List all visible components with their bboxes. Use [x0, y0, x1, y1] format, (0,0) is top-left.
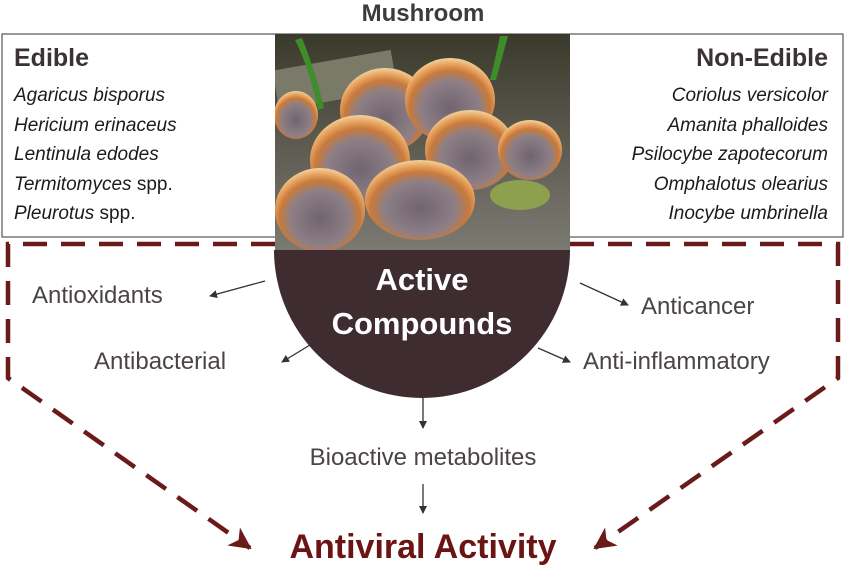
- edible-species: Lentinula edodes: [14, 144, 159, 165]
- edible-list: Agaricus bisporus Hericium erinaceus Len…: [14, 81, 177, 229]
- arrow-anticancer: [579, 282, 629, 306]
- arrow-antioxidants: [209, 280, 266, 299]
- anti-inflammatory-label: Anti-inflammatory: [583, 348, 770, 375]
- anticancer-label: Anticancer: [641, 293, 755, 320]
- bioactive-metabolites-label: Bioactive metabolites: [309, 444, 537, 471]
- edible-species: Agaricus bisporus: [14, 85, 166, 106]
- antibacterial-label: Antibacterial: [94, 348, 227, 375]
- non-edible-species: Inocybe umbrinella: [668, 203, 828, 224]
- arrow-anti-inflammatory: [537, 347, 571, 363]
- antioxidants-label: Antioxidants: [32, 282, 163, 309]
- active-compounds-semicircle: [274, 250, 570, 398]
- edible-species: Hericium erinaceus: [14, 114, 177, 136]
- antiviral-activity-label: Antiviral Activity: [289, 528, 557, 566]
- arrow-antibacterial: [281, 344, 311, 363]
- non-edible-heading: Non-Edible: [696, 44, 828, 72]
- edible-species: Pleurotus spp.: [14, 203, 136, 224]
- dashed-arrow-right: [570, 241, 841, 550]
- non-edible-species: Coriolus versicolor: [671, 85, 828, 106]
- non-edible-species: Amanita phalloides: [667, 114, 828, 136]
- non-edible-species: Omphalotus olearius: [653, 173, 828, 195]
- edible-species: Termitomyces spp.: [14, 173, 173, 195]
- diagram-title: Mushroom: [361, 0, 485, 27]
- non-edible-species: Psilocybe zapotecorum: [631, 144, 828, 165]
- dashed-arrow-left: [5, 241, 275, 550]
- non-edible-list: Coriolus versicolor Amanita phalloides P…: [632, 81, 828, 229]
- mushroom-photo: [275, 34, 570, 250]
- edible-heading: Edible: [14, 44, 90, 72]
